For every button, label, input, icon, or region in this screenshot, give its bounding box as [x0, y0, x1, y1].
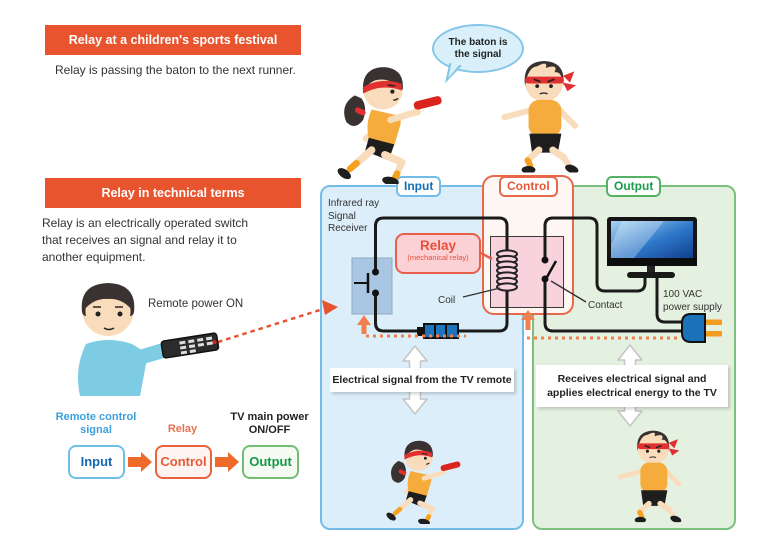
speech-bubble: The baton is the signal — [432, 24, 524, 73]
contact-label: Contact — [588, 300, 623, 311]
receiver-label-line: Signal — [328, 210, 356, 222]
tech-banner: Relay in technical terms — [45, 178, 301, 208]
flow-arrow-icon — [128, 452, 152, 472]
remote-power-label: Remote power ON — [148, 298, 244, 310]
relay-component-box — [490, 236, 564, 308]
output-note-line: Receives electrical signal and — [557, 373, 707, 385]
receiver-label-line: Infrared ray — [328, 198, 380, 209]
power-supply-line: 100 VAC — [663, 289, 703, 300]
flow-output-caption: TV main power ON/OFF — [222, 411, 317, 437]
runner-girl-icon — [383, 430, 465, 524]
flow-input-caption: Remote control signal — [52, 411, 140, 437]
output-note: Receives electrical signal and applies e… — [536, 365, 728, 407]
coil-label: Coil — [438, 295, 456, 306]
runner-boy-icon — [612, 420, 690, 525]
runner-boy-icon — [494, 48, 589, 176]
flow-control-caption: Relay — [167, 423, 198, 435]
flow-input-caption-line: Remote control — [55, 411, 137, 423]
flow-output-box: Output — [242, 445, 299, 479]
flow-output-caption-line: TV main power — [230, 411, 309, 423]
runner-girl-icon — [333, 52, 448, 184]
receiver-label-line: Receiver — [328, 223, 368, 234]
relay-tag: Relay (mechanical relay) — [395, 233, 481, 274]
sports-caption: Relay is passing the baton to the next r… — [55, 63, 296, 77]
flow-input-box: Input — [68, 445, 125, 479]
flow-control-box: Control — [155, 445, 212, 479]
diagram-label-control: Control — [499, 176, 558, 197]
tech-description-line: Relay is an electrically operated switch — [42, 216, 249, 230]
relay-tag-title: Relay — [419, 238, 457, 253]
diagram-label-input: Input — [396, 176, 442, 197]
input-note: Electrical signal from the TV remote — [330, 368, 514, 392]
power-supply-label: 100 VAC power supply — [663, 289, 722, 314]
power-supply-line: power supply — [663, 301, 722, 313]
tech-description-line: that receives an signal and relay it to — [42, 233, 237, 247]
relay-tag-subtitle: (mechanical relay) — [407, 253, 469, 262]
speech-line: The baton is — [448, 36, 508, 48]
output-note-line: applies electrical energy to the TV — [547, 387, 717, 399]
diagram-label-output: Output — [606, 176, 662, 197]
flow-input-caption-line: signal — [80, 424, 112, 436]
receiver-label: Infrared ray Signal Receiver — [328, 198, 379, 236]
flow-output-caption-line: ON/OFF — [248, 424, 291, 436]
remote-boy-icon — [78, 283, 220, 396]
tech-description-line: another equipment. — [42, 250, 146, 264]
flow-arrow-icon — [215, 452, 239, 472]
speech-line: the signal — [454, 48, 502, 60]
tech-description: Relay is an electrically operated switch… — [42, 215, 248, 266]
sports-banner: Relay at a children's sports festival — [45, 25, 301, 55]
